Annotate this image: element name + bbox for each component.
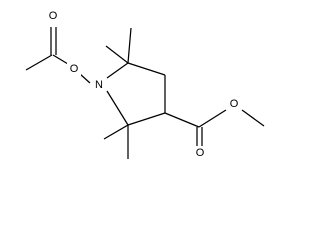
bond-c5-to-n	[106, 90, 129, 126]
atom-label-oxygen-ester-single: O	[230, 98, 239, 110]
bond-o-to-n	[79, 73, 91, 84]
label-bg-n	[92, 78, 106, 92]
bond-acetyl-methyl	[25, 54, 53, 71]
label-bg-o-n	[67, 62, 81, 76]
bond-c3-to-ester-carbon	[164, 112, 200, 128]
bond-acetyl-to-o	[52, 54, 69, 65]
bond-upper-methyl-left	[105, 45, 129, 64]
atom-label-oxygen-ester-carbonyl: O	[196, 147, 205, 159]
label-bg-o-acyl	[46, 9, 60, 23]
bond-n-to-c2	[106, 62, 129, 79]
atom-label-oxygen-acetyl-carbonyl: O	[49, 10, 58, 22]
atom-label-nitrogen: N	[95, 79, 103, 91]
bond-upper-methyl-up	[127, 27, 132, 64]
bond-o-to-methyl	[241, 109, 265, 127]
chemical-structure: N O O O O	[25, 9, 265, 160]
bond-ester-to-o	[198, 109, 227, 128]
label-bg-o-ester-carbonyl	[193, 146, 207, 160]
bond-lower-methyl-left	[103, 124, 129, 140]
label-bg-o-ester-single	[227, 97, 241, 111]
bond-c4-to-c5	[127, 112, 166, 126]
bond-c2-to-c3	[127, 62, 166, 76]
atom-label-oxygen-n-oxy: O	[70, 63, 79, 75]
